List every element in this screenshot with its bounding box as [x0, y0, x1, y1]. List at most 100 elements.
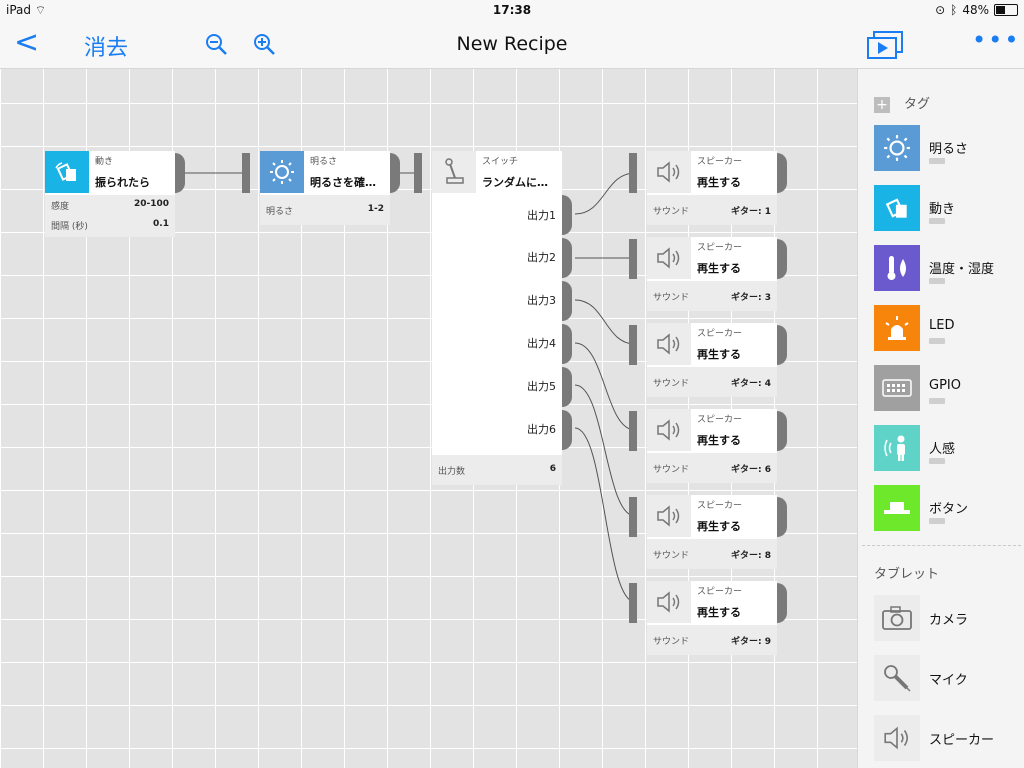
navigation-bar: < 消去 New Recipe •••: [0, 22, 1024, 69]
output-connector[interactable]: [777, 153, 787, 193]
zoom-out-icon[interactable]: [204, 32, 228, 56]
page-title: New Recipe: [456, 33, 568, 55]
input-connector[interactable]: [414, 153, 422, 193]
speaker-block[interactable]: スピーカー 再生する サウンド ギター: 1: [647, 151, 777, 225]
battery-indicator-icon: [929, 158, 945, 164]
output-connector[interactable]: [777, 497, 787, 537]
shake-icon: [874, 185, 920, 231]
prop-label: サウンド: [653, 551, 690, 561]
block-category: スピーカー: [697, 329, 743, 339]
tag-item[interactable]: ボタン: [874, 485, 1024, 533]
tag-item[interactable]: 人感: [874, 425, 1024, 473]
output-connector[interactable]: [562, 367, 572, 407]
battery-indicator-icon: [929, 278, 945, 284]
tags-section-header[interactable]: +タグ: [874, 93, 930, 113]
wire-out6-speaker6: [574, 427, 636, 603]
speaker-block[interactable]: スピーカー 再生する サウンドギター: 3: [647, 237, 777, 311]
prop-value: ギター: 9: [731, 637, 771, 647]
battery-indicator-icon: [929, 338, 945, 344]
more-button[interactable]: •••: [972, 26, 1021, 54]
slideshow-play-icon[interactable]: [866, 30, 904, 60]
tag-item[interactable]: 動き: [874, 185, 1024, 233]
speaker-icon: [647, 151, 691, 193]
sun-icon: [260, 151, 304, 193]
block-category: スピーカー: [697, 501, 743, 511]
tag-label: ボタン: [929, 502, 969, 517]
output-5-label: 出力5: [527, 380, 556, 393]
input-connector[interactable]: [629, 583, 637, 623]
speaker-block[interactable]: スピーカー 再生する サウンドギター: 8: [647, 495, 777, 569]
input-connector[interactable]: [629, 325, 637, 365]
add-tag-icon[interactable]: +: [874, 96, 890, 113]
prop-label: 出力数: [438, 467, 466, 477]
output-3-label: 出力3: [527, 294, 556, 307]
battery-indicator-icon: [929, 398, 945, 404]
block-category: スピーカー: [697, 157, 743, 167]
output-connector[interactable]: [562, 410, 572, 450]
input-connector[interactable]: [629, 497, 637, 537]
zoom-in-icon[interactable]: [252, 32, 276, 56]
shake-icon: [45, 151, 89, 193]
speaker-block[interactable]: スピーカー 再生する サウンドギター: 9: [647, 581, 777, 655]
prop-label: サウンド: [653, 207, 690, 217]
person-sensor-icon: [874, 425, 920, 471]
tag-item[interactable]: LED: [874, 305, 1024, 353]
tag-label: 人感: [929, 442, 956, 457]
speaker-block[interactable]: スピーカー 再生する サウンドギター: 4: [647, 323, 777, 397]
wire-out1-speaker1: [574, 172, 636, 215]
output-connector[interactable]: [562, 324, 572, 364]
speaker-icon: [647, 237, 691, 279]
tag-item[interactable]: 温度・湿度: [874, 245, 1024, 293]
tag-label: LED: [929, 318, 955, 333]
prop-value: ギター: 1: [731, 207, 771, 217]
status-bar: iPad ⌔ 17:38 ⊙ ᛒ 48%: [0, 0, 1024, 22]
output-connector[interactable]: [562, 281, 572, 321]
tablet-item[interactable]: スピーカー: [874, 715, 1024, 763]
output-connector[interactable]: [175, 153, 185, 193]
input-connector[interactable]: [629, 239, 637, 279]
block-name: 再生する: [697, 434, 741, 447]
output-connector[interactable]: [777, 325, 787, 365]
prop-value: 20-100: [133, 199, 169, 209]
battery-indicator-icon: [929, 218, 945, 224]
prop-value: 6: [549, 464, 556, 474]
battery-indicator-icon: [929, 518, 945, 524]
speaker-icon: [647, 409, 691, 451]
output-connector[interactable]: [562, 195, 572, 235]
block-name: 再生する: [697, 176, 741, 189]
input-connector[interactable]: [629, 411, 637, 451]
tag-item[interactable]: 明るさ: [874, 125, 1024, 173]
prop-label: サウンド: [653, 637, 690, 647]
input-connector[interactable]: [629, 153, 637, 193]
prop-label: サウンド: [653, 465, 690, 475]
input-connector[interactable]: [242, 153, 250, 193]
output-connector[interactable]: [777, 411, 787, 451]
prop-label: 明るさ: [266, 207, 294, 217]
speaker-icon: [647, 495, 691, 537]
block-name: 再生する: [697, 262, 741, 275]
back-button[interactable]: <: [14, 25, 40, 60]
clock: 17:38: [492, 3, 532, 17]
output-connector[interactable]: [562, 238, 572, 278]
prop-value: ギター: 3: [731, 293, 771, 303]
speaker-block[interactable]: スピーカー 再生する サウンドギター: 6: [647, 409, 777, 483]
tablet-item[interactable]: カメラ: [874, 595, 1024, 643]
clear-button[interactable]: 消去: [84, 36, 129, 61]
output-connector[interactable]: [390, 153, 400, 193]
microphone-icon: [874, 655, 920, 701]
tablet-item[interactable]: マイク: [874, 655, 1024, 703]
tag-label: GPIO: [929, 378, 961, 393]
tag-item[interactable]: GPIO: [874, 365, 1024, 413]
tag-label: 動き: [929, 202, 956, 217]
output-connector[interactable]: [777, 583, 787, 623]
tag-label: 温度・湿度: [929, 262, 995, 277]
lever-switch-icon: [432, 151, 476, 193]
output-connector[interactable]: [777, 239, 787, 279]
speaker-icon: [874, 715, 920, 761]
block-category: スピーカー: [697, 415, 743, 425]
prop-label: サウンド: [653, 293, 690, 303]
